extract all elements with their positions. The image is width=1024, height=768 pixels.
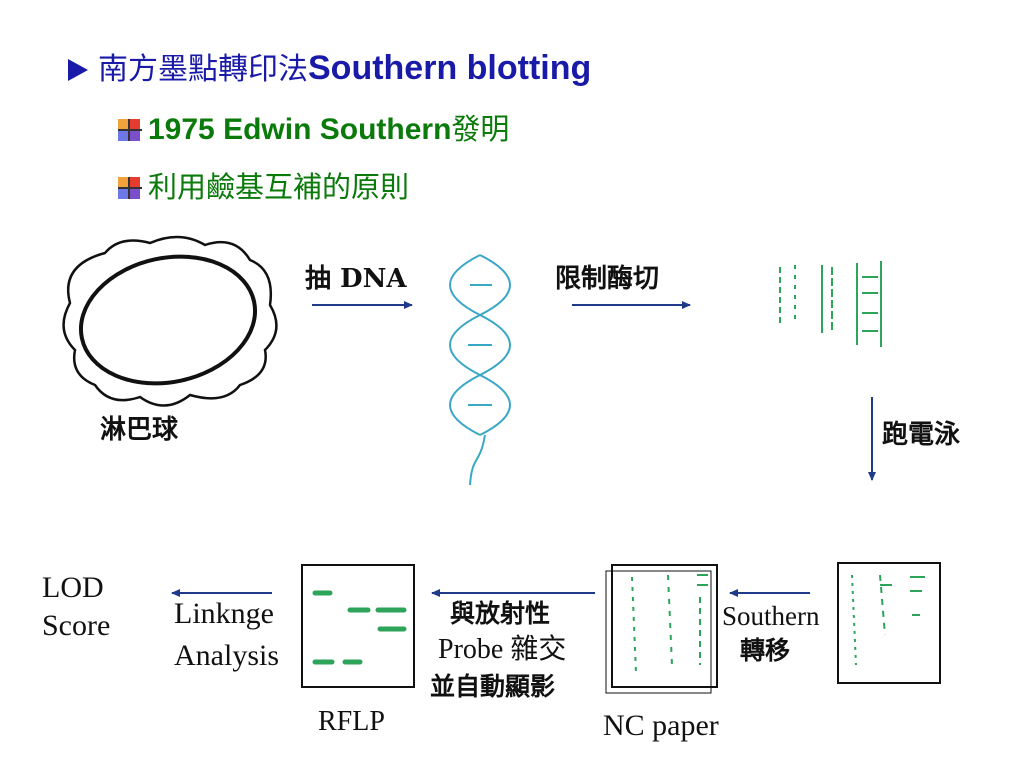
label-lymphocyte: 淋巴球 [100,415,179,445]
label-probe-3: 並自動顯影 [430,672,555,701]
square-bullet-icon [118,177,142,199]
label-rflp: RFLP [318,706,385,737]
bullet-item-inventor: 1975 Edwin Southern發明 [118,106,509,148]
label-lod-score-2: Score [42,609,110,642]
digested-dna-lanes [779,261,882,347]
bullet-cjk: 發明 [451,112,510,146]
bullet-latin: 1975 Edwin Southern [148,113,452,146]
label-probe-2: Probe 雜交 [438,633,566,665]
square-bullet-icon [118,119,142,141]
label-restriction-digest: 限制酶切 [555,264,659,294]
gel-box [837,562,941,684]
label-probe-1: 與放射性 [450,599,550,628]
label-southern-transfer-1: Southern [722,601,820,631]
cell-outer-membrane [62,235,278,407]
rflp-box [301,564,415,688]
southern-blot-diagram: 淋巴球 抽 DNA 限制酶切 跑電泳 [42,235,961,742]
label-extract-dna: 抽 DNA [305,264,407,294]
label-linkage-2: Analysis [174,639,279,672]
label-lod-score-1: LOD [42,571,104,604]
dna-helix-icon [449,254,511,486]
bullet-item-principle: 利用鹼基互補的原則 [118,164,409,206]
title-cjk: 南方墨點轉印法 [98,52,308,87]
label-linkage-1: Linknge [174,597,274,630]
cell-inner-membrane [78,254,258,386]
label-electrophoresis: 跑電泳 [882,420,961,450]
title-line: 南方墨點轉印法Southern blotting [68,44,591,88]
label-southern-transfer-2: 轉移 [740,636,790,665]
label-nc-paper: NC paper [603,709,719,742]
bullet-cjk: 利用鹼基互補的原則 [148,170,410,204]
lymphocyte-cell [62,235,278,407]
title-latin: Southern blotting [308,49,592,87]
arrow-bullet-icon [68,59,88,81]
nc-paper-box [605,564,718,694]
